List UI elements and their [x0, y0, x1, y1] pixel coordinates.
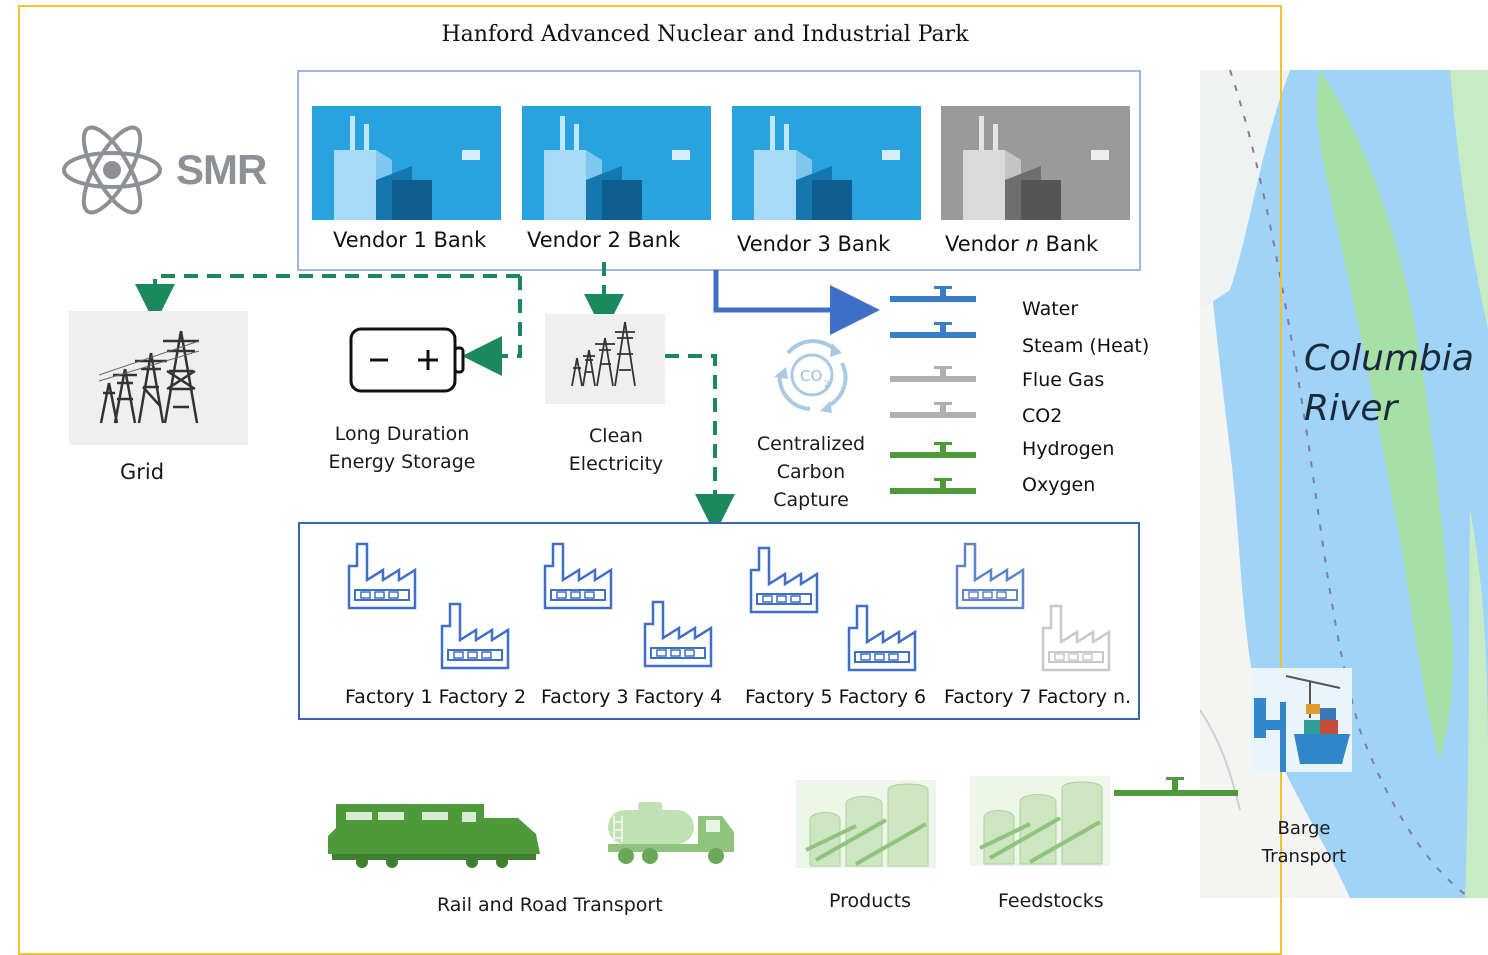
river-label-line1: Columbia	[1304, 338, 1474, 379]
carbon-label-line2: Carbon	[776, 461, 846, 483]
factories-panel	[298, 522, 1140, 720]
products-tanks-image	[796, 780, 936, 868]
clean-electricity-label: Clean Electricity	[546, 422, 686, 478]
barge-label-line1: Barge	[1277, 818, 1331, 839]
grid-label: Grid	[120, 460, 165, 484]
vendor-3-label: Vendor 3 Bank	[737, 232, 891, 256]
barge-label: Barge Transport	[1254, 815, 1354, 871]
co2-icon-text: CO	[800, 367, 822, 385]
atom-icon	[62, 125, 162, 215]
transport-label: Rail and Road Transport	[437, 894, 663, 916]
factory-2-icon	[440, 602, 510, 670]
co2-cycle-icon: CO 2	[774, 339, 848, 413]
barge-image	[1250, 668, 1352, 772]
pipe-co2-icon	[890, 402, 976, 418]
pipe-hydrogen-label: Hydrogen	[1022, 438, 1115, 460]
factory-1-icon	[347, 542, 417, 610]
pipe-hydrogen-icon	[890, 442, 976, 458]
products-label: Products	[829, 890, 912, 912]
factory-labels-7-n: Factory 7 Factory n.	[944, 686, 1132, 708]
factory-n-icon	[1041, 604, 1111, 672]
page-title: Hanford Advanced Nuclear and Industrial …	[441, 22, 969, 47]
carbon-capture-label: Centralized Carbon Capture	[740, 430, 882, 514]
carbon-label-line3: Capture	[773, 489, 849, 511]
feedstocks-tanks-image	[970, 776, 1110, 866]
carbon-label-line1: Centralized	[756, 433, 866, 455]
factory-icons	[347, 542, 1111, 672]
pipe-oxygen-label: Oxygen	[1022, 474, 1096, 496]
vendor-1-plant-image	[312, 106, 501, 220]
tanker-truck-icon	[608, 802, 734, 864]
smr-logo-text: SMR	[176, 146, 267, 193]
factory-5-icon	[749, 546, 819, 614]
clean-label-line2: Electricity	[568, 453, 664, 475]
factory-6-icon	[847, 604, 917, 672]
pipe-flue-gas-icon	[890, 366, 976, 382]
factory-labels-3-4: Factory 3 Factory 4	[541, 686, 723, 708]
pipe-water-label: Water	[1022, 298, 1079, 320]
clean-electricity-image	[545, 314, 665, 404]
factory-labels-5-6: Factory 5 Factory 6	[745, 686, 927, 708]
factory-4-icon	[643, 600, 713, 668]
storage-label: Long Duration Energy Storage	[300, 420, 504, 476]
pipe-steam-icon	[890, 322, 976, 338]
river-label: Columbia River	[1304, 334, 1474, 434]
smr-logo: SMR	[60, 118, 270, 222]
vendor-2-plant-image	[522, 106, 711, 220]
factory-7-icon	[955, 542, 1025, 610]
clean-label-line1: Clean	[589, 425, 643, 447]
train-icon	[328, 804, 540, 868]
pipe-oxygen-icon	[890, 478, 976, 494]
battery-icon	[349, 327, 465, 393]
factory-labels-1-2: Factory 1 Factory 2	[345, 686, 527, 708]
pipe-water-icon	[890, 286, 976, 302]
co2-icon-sub: 2	[824, 380, 830, 390]
pipes-legend	[890, 286, 976, 494]
vendor-2-label: Vendor 2 Bank	[527, 228, 681, 252]
pipe-flue-gas-label: Flue Gas	[1022, 369, 1105, 391]
factory-3-icon	[543, 542, 613, 610]
pipe-co2-label: CO2	[1022, 405, 1063, 427]
vendor-n-plant-image	[941, 106, 1130, 220]
grid-transmission-image	[69, 311, 248, 445]
barge-label-line2: Transport	[1261, 846, 1347, 867]
pipe-steam-label: Steam (Heat)	[1022, 335, 1150, 357]
feedstocks-label: Feedstocks	[998, 890, 1104, 912]
hydrogen-pipe-to-barge	[1114, 777, 1238, 796]
flow-arrows	[135, 262, 880, 534]
vendor-3-plant-image	[732, 106, 921, 220]
storage-label-line1: Long Duration	[334, 423, 470, 445]
river-label-line2: River	[1304, 388, 1398, 429]
vendor-n-label: Vendor n Bank	[945, 232, 1099, 256]
vendor-1-label: Vendor 1 Bank	[333, 228, 487, 252]
storage-label-line2: Energy Storage	[328, 451, 476, 473]
